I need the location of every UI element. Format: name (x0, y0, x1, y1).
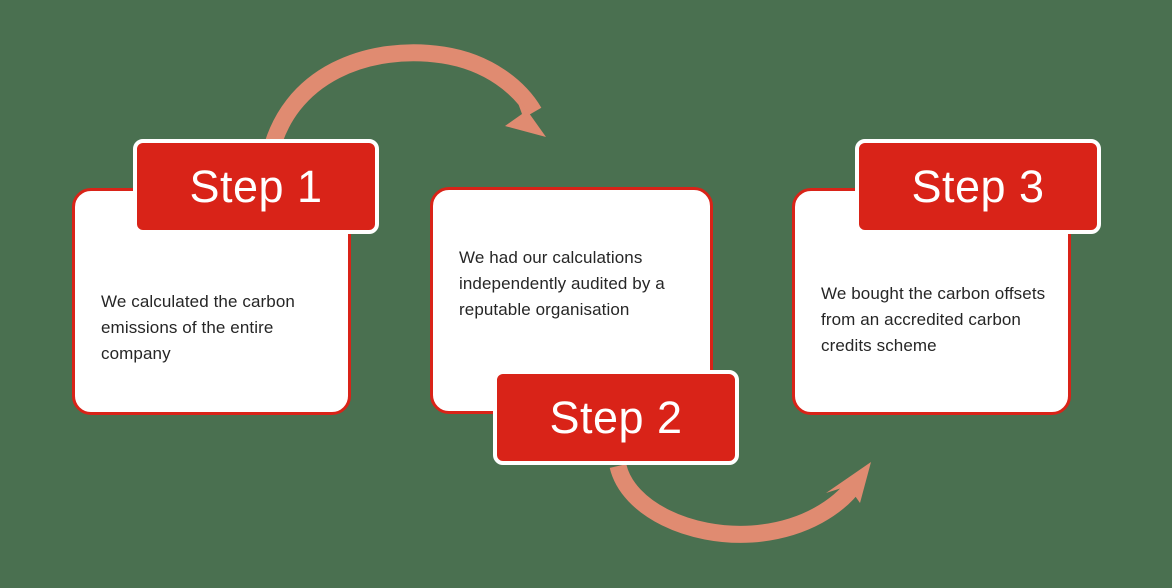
step-badge-3[interactable]: Step 3 (855, 139, 1101, 234)
step-group-1: We calculated the carbon emissions of th… (0, 0, 400, 440)
step-badge-2[interactable]: Step 2 (493, 370, 739, 465)
step-card-1-body-text: We calculated the carbon emissions of th… (101, 292, 295, 363)
step-card-3-body-text: We bought the carbon offsets from an acc… (821, 284, 1046, 355)
step-badge-1[interactable]: Step 1 (133, 139, 379, 234)
step-group-2: We had our calculations independently au… (420, 0, 760, 480)
step-card-2-body-text: We had our calculations independently au… (459, 248, 665, 319)
step-group-3: We bought the carbon offsets from an acc… (780, 0, 1172, 440)
